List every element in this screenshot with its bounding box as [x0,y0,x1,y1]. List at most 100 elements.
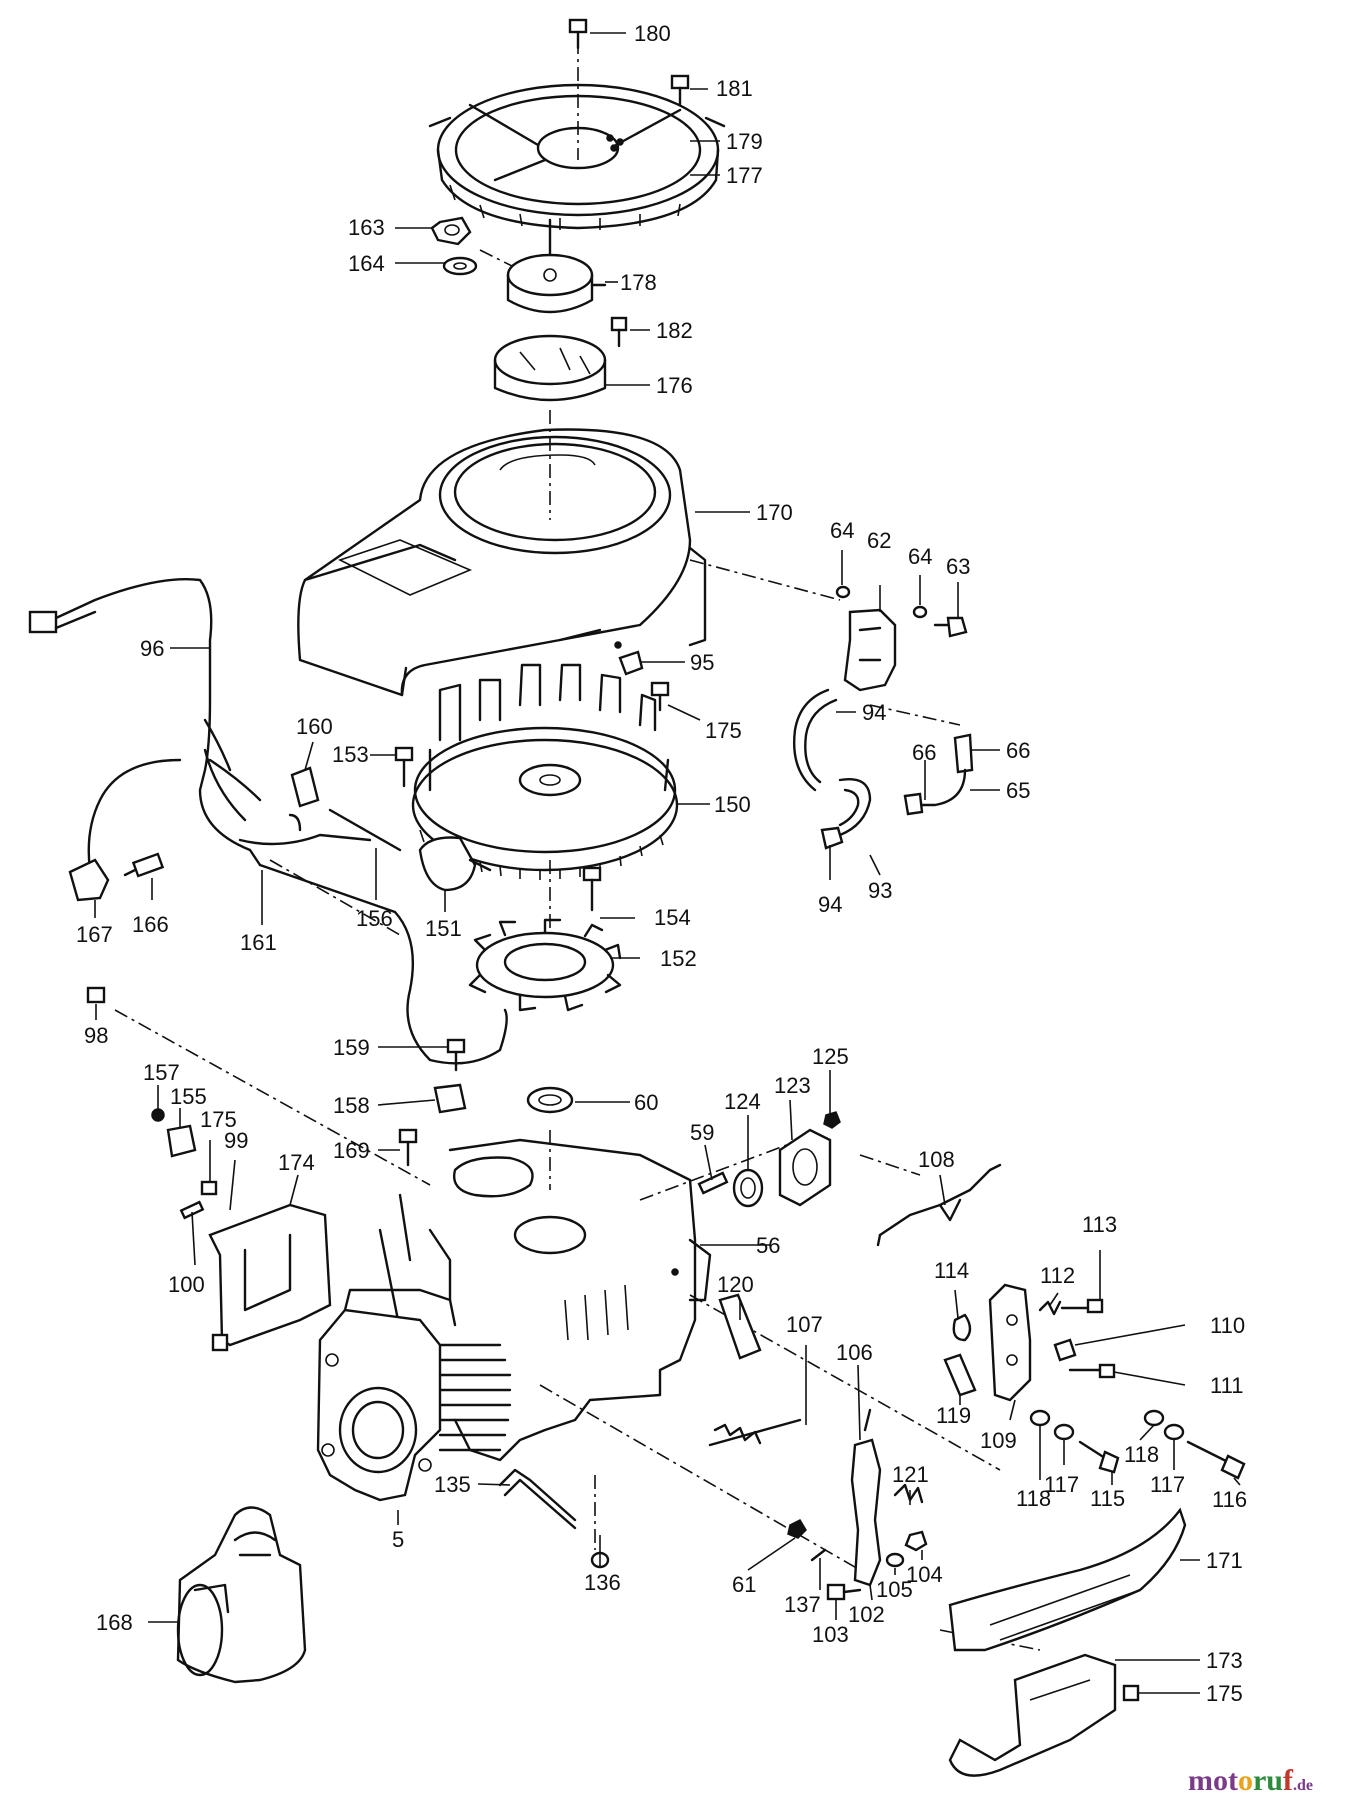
callout-136: 136 [584,1570,621,1595]
callout-152: 152 [660,946,697,971]
callout-180: 180 [634,21,671,46]
governor-arm-135 [498,1468,577,1530]
callout-158: 158 [333,1093,370,1118]
callout-5: 5 [392,1527,404,1552]
nut-163 [430,216,472,246]
spring-121 [893,1483,924,1504]
callout-157: 157 [143,1060,180,1085]
nut-61 [787,1519,807,1539]
callout-163: 163 [348,215,385,240]
governor-shaft-120 [718,1293,762,1360]
bolt-181 [670,74,690,106]
callout-64-left: 64 [830,518,854,543]
callout-150: 150 [714,792,751,817]
callout-174: 174 [278,1150,315,1175]
callout-61: 61 [732,1572,756,1597]
clip-95 [618,650,644,676]
clip-114 [952,1313,972,1342]
callout-100: 100 [168,1272,205,1297]
washer-118-right [1143,1409,1165,1427]
bracket-174 [208,1203,332,1352]
callout-102: 102 [848,1602,885,1627]
callout-93: 93 [868,878,892,903]
spark-plug-166 [123,852,165,878]
callout-117-left: 117 [1044,1472,1079,1497]
fuel-line-93 [820,778,872,850]
callout-59: 59 [690,1120,714,1145]
fuel-fitting-65 [903,768,967,816]
blower-housing-170 [297,428,707,697]
bolt-115 [1078,1440,1120,1474]
callout-leaders [94,32,1241,1694]
callout-178: 178 [620,270,657,295]
starter-cup-176 [493,334,607,402]
callout-170: 170 [756,500,793,525]
crankcase-56 [378,1138,712,1462]
callout-99: 99 [224,1128,248,1153]
callout-110: 110 [1210,1313,1245,1338]
fan-hub-178 [506,218,607,314]
screw-63 [933,616,968,638]
cylinder-shield-173 [948,1653,1117,1777]
callout-108: 108 [918,1147,955,1172]
callout-104: 104 [906,1562,943,1587]
watermark-seg-1: mot [1188,1764,1238,1797]
spark-plug-lead-167 [68,758,182,902]
bearing-123 [778,1128,832,1207]
screw-175-left [200,1180,218,1196]
callout-168: 168 [96,1610,133,1635]
callout-60: 60 [634,1090,658,1115]
callout-153: 153 [332,742,369,767]
callout-171: 171 [1206,1548,1243,1573]
screw-157 [151,1108,165,1122]
callout-111: 111 [1210,1373,1243,1398]
washer-64b [912,605,928,619]
callout-159: 159 [333,1035,370,1060]
throttle-bracket-62 [843,585,897,692]
callout-116: 116 [1212,1487,1247,1512]
callout-105: 105 [876,1577,913,1602]
callout-179: 179 [726,129,763,154]
callout-labels: 180 181 179 177 163 164 178 182 176 170 … [76,21,1247,1706]
callout-177: 177 [726,163,763,188]
callout-118-right: 118 [1124,1442,1159,1467]
bolt-98 [86,986,106,1004]
callout-113: 113 [1082,1212,1117,1237]
screw-159 [446,1038,466,1072]
clamp-137 [810,1548,827,1562]
callout-137: 137 [784,1592,821,1617]
callout-94-upper: 94 [862,700,886,725]
callout-96: 96 [140,636,164,661]
clip-155 [166,1124,197,1158]
callout-118-left: 118 [1016,1486,1051,1511]
bolt-116 [1186,1440,1246,1480]
nut-104 [904,1530,928,1552]
callout-166: 166 [132,912,169,937]
callout-167: 167 [76,922,113,947]
bolt-180 [568,18,588,50]
callout-107: 107 [786,1312,823,1337]
callout-182: 182 [656,318,693,343]
callout-103: 103 [812,1622,849,1647]
washer-64a [835,585,851,599]
fuel-line-94 [793,688,838,792]
screw-111 [1068,1363,1116,1379]
washer-105 [885,1552,905,1568]
callout-109: 109 [980,1428,1017,1453]
spring-112 [1038,1300,1062,1316]
nut-125 [823,1111,841,1129]
callout-181: 181 [716,76,753,101]
callout-121: 121 [892,1462,929,1487]
clip-158 [433,1083,467,1114]
callout-114: 114 [934,1258,969,1283]
pin-124 [732,1168,764,1208]
callout-151: 151 [425,916,462,941]
callout-119: 119 [936,1403,971,1428]
callout-160: 160 [296,714,333,739]
callout-65: 65 [1006,778,1030,803]
spacer-110 [1053,1338,1077,1362]
governor-plate-109 [988,1283,1032,1402]
callout-94-lower: 94 [818,892,842,917]
bolt-153 [394,746,414,788]
